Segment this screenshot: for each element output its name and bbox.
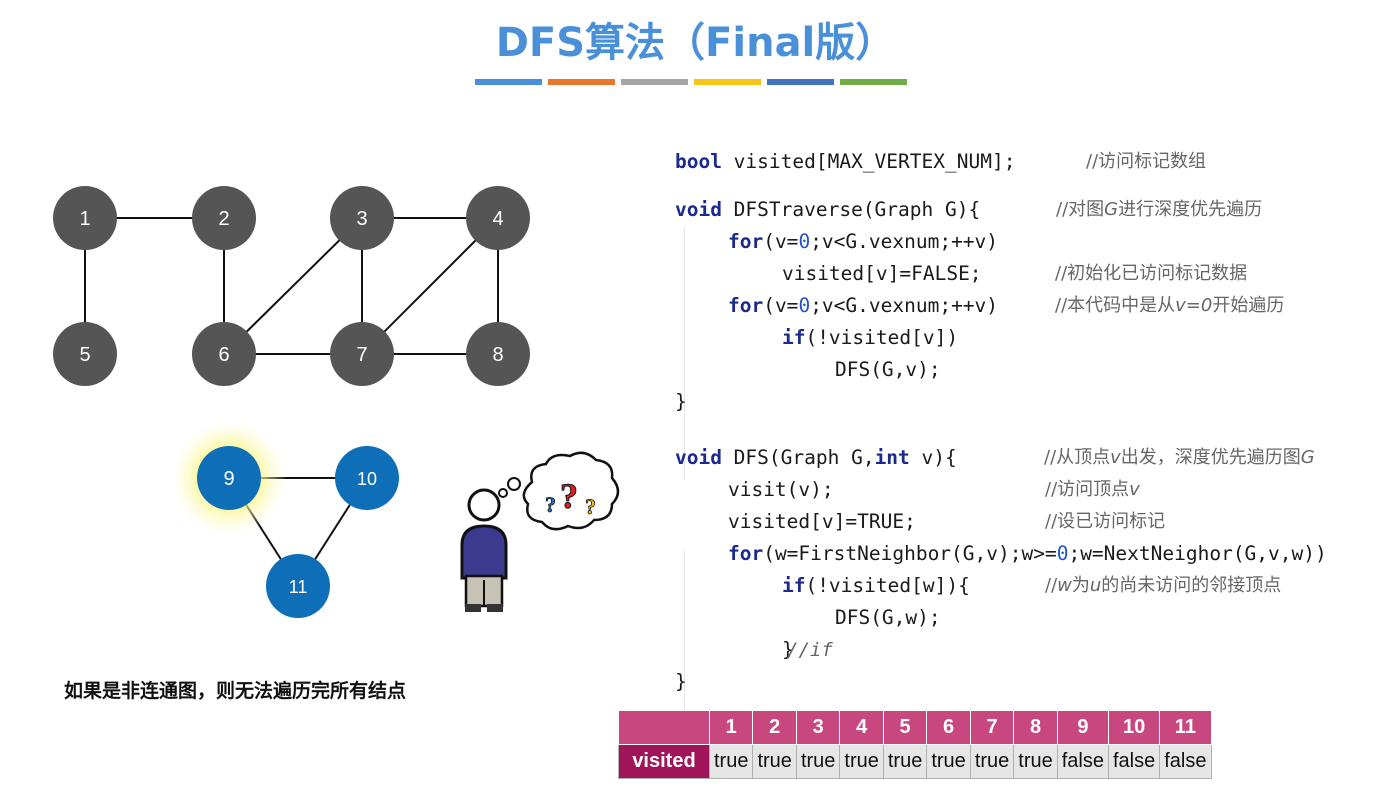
underline-segment-1 (475, 79, 542, 85)
header-cell: 9 (1056, 710, 1110, 745)
confused-person-icon: ? ? ? (460, 451, 620, 612)
indent-guide (684, 228, 685, 480)
code-line-5: for(v=0;v<G.vexnum;++v)//本代码中是从v=0开始遍历 (727, 294, 1285, 317)
node-8: 8 (466, 322, 530, 386)
code-line-11: visited[v]=TRUE;//设已访问标记 (727, 510, 1166, 533)
code-line-2: void DFSTraverse(Graph G){//对图G进行深度优先遍历 (674, 198, 1263, 221)
svg-text:7: 7 (356, 344, 367, 366)
code-line-12: for(w=FirstNeighbor(G,v);w>=0;w=NextNeig… (727, 542, 1327, 565)
code-block: bool visited[MAX_VERTEX_NUM];//访问标记数组 vo… (628, 120, 1327, 760)
underline-segment-3 (621, 79, 688, 85)
node-10: 10 (335, 446, 399, 510)
visited-table: 1 2 3 4 5 6 7 8 9 10 11 visited true tru… (618, 710, 1212, 779)
svg-text:?: ? (545, 492, 556, 517)
svg-text:3: 3 (356, 208, 367, 230)
svg-text:?: ? (585, 494, 596, 519)
svg-text:5: 5 (79, 344, 90, 366)
node-1: 1 (53, 186, 117, 250)
indent-guide (684, 550, 685, 760)
header-cell: 3 (795, 710, 841, 745)
node-2: 2 (192, 186, 256, 250)
page-title: DFS算法（Final版） (495, 20, 896, 66)
node-5: 5 (53, 322, 117, 386)
graph-diagram: 1 2 3 4 5 6 7 8 9 10 11 ? ? ? (53, 186, 620, 618)
header-corner (618, 710, 710, 745)
header-cell: 1 (708, 710, 754, 745)
node-3: 3 (330, 186, 394, 250)
visited-table-row: visited true true true true true true tr… (618, 744, 1212, 779)
edge-3-6 (223, 217, 363, 355)
code-line-14: DFS(G,w); (834, 606, 941, 629)
underline-segment-4 (694, 79, 761, 85)
code-line-9: void DFS(Graph G,int v){//从顶点v出发，深度优先遍历图… (674, 446, 1315, 469)
node-7: 7 (330, 322, 394, 386)
header-cell: 11 (1159, 710, 1212, 745)
title-underline (475, 79, 907, 85)
svg-text:11: 11 (289, 577, 308, 597)
underline-segment-2 (548, 79, 615, 85)
svg-text:1: 1 (79, 208, 90, 230)
header-cell: 2 (752, 710, 797, 745)
row-label: visited (618, 744, 710, 779)
visited-cell: true (752, 744, 797, 779)
header-cell: 10 (1107, 710, 1161, 745)
visited-table-header: 1 2 3 4 5 6 7 8 9 10 11 (618, 710, 1212, 745)
underline-segment-6 (840, 79, 907, 85)
code-line-4: visited[v]=FALSE;//初始化已访问标记数据 (781, 262, 1248, 285)
visited-cell: true (795, 744, 841, 779)
svg-text:8: 8 (492, 344, 503, 366)
code-line-6: if(!visited[v]) (781, 326, 959, 349)
visited-cell: false (1056, 744, 1110, 779)
code-line-3: for(v=0;v<G.vexnum;++v) (727, 230, 999, 253)
header-cell: 7 (969, 710, 1015, 745)
svg-text:?: ? (560, 476, 578, 516)
edge-4-7 (361, 217, 499, 355)
svg-text:6: 6 (218, 344, 229, 366)
header-cell: 6 (926, 710, 971, 745)
code-line-8: } (674, 390, 687, 413)
header-cell: 4 (839, 710, 884, 745)
code-line-15: }//if (781, 638, 833, 661)
graph-edges (84, 217, 499, 587)
svg-text:9: 9 (223, 468, 234, 490)
visited-cell: false (1107, 744, 1161, 779)
code-line-16: } (674, 670, 687, 693)
visited-cell: true (1013, 744, 1058, 779)
visited-cell: true (839, 744, 884, 779)
visited-cell: true (882, 744, 928, 779)
node-11: 11 (266, 554, 330, 618)
visited-cell: true (969, 744, 1015, 779)
code-line-10: visit(v);//访问顶点v (727, 478, 1140, 501)
node-4: 4 (466, 186, 530, 250)
visited-cell: true (926, 744, 971, 779)
code-line-13: if(!visited[w]){//w为u的尚未访问的邻接顶点 (781, 574, 1282, 597)
underline-segment-5 (767, 79, 834, 85)
graph-nodes: 1 2 3 4 5 6 7 8 9 10 11 (53, 186, 530, 618)
visited-cell: true (708, 744, 754, 779)
header-cell: 8 (1013, 710, 1058, 745)
svg-text:2: 2 (218, 208, 229, 230)
svg-text:10: 10 (357, 469, 377, 489)
disconnected-graph-note: 如果是非连通图，则无法遍历完所有结点 (64, 680, 407, 702)
code-line-7: DFS(G,v); (834, 358, 941, 381)
visited-cell: false (1159, 744, 1212, 779)
svg-text:4: 4 (492, 208, 503, 230)
code-line-1: bool visited[MAX_VERTEX_NUM];//访问标记数组 (674, 150, 1207, 173)
node-9: 9 (197, 446, 261, 510)
node-6: 6 (192, 322, 256, 386)
header-cell: 5 (882, 710, 928, 745)
